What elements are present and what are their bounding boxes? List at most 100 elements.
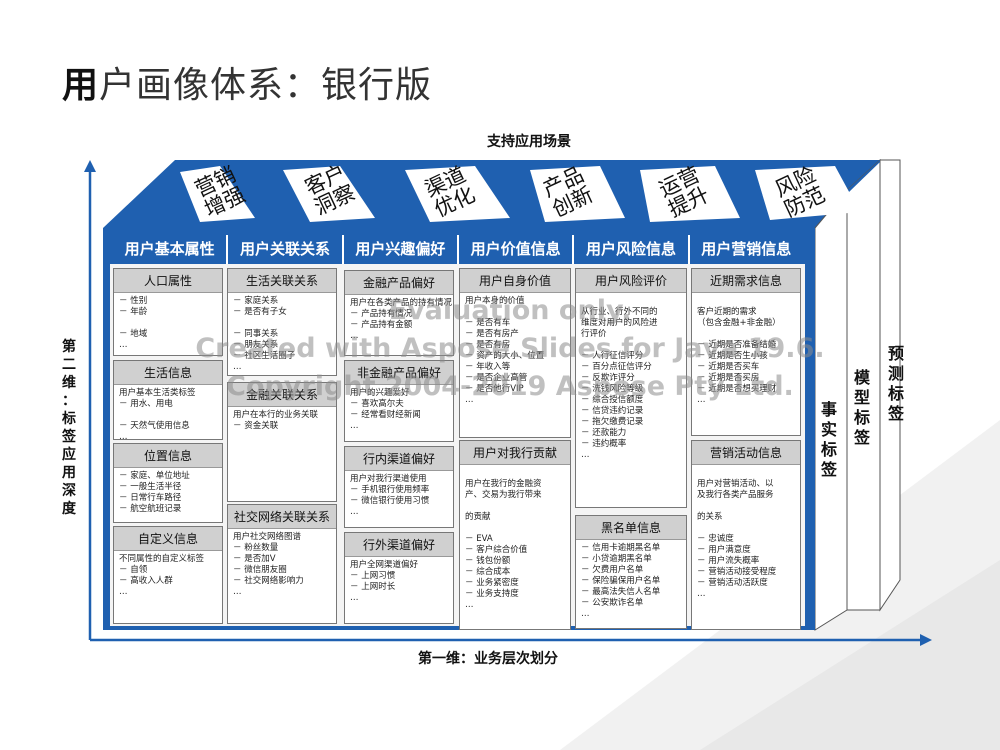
box-line: － 自领 bbox=[119, 565, 148, 575]
category-interest: 用户兴趣偏好 bbox=[344, 235, 459, 264]
box-line: … bbox=[697, 589, 706, 599]
box-recent-demand: 近期需求信息 客户近期的需求 （包含金融+非金融） － 近期是否准备结婚－ 近期… bbox=[691, 268, 801, 436]
box-title: 生活信息 bbox=[114, 361, 222, 385]
box-line: － 反欺诈评分 bbox=[581, 373, 635, 383]
box-line: － 拖欠缴费记录 bbox=[581, 417, 644, 427]
box-life: 生活信息 用户基本生活类标签－ 用水、用电 － 天然气使用信息 … bbox=[113, 360, 223, 440]
box-line: － 朋友关系 bbox=[233, 340, 279, 350]
box-lines: 客户近期的需求 （包含金融+非金融） － 近期是否准备结婚－ 近期是否生小孩－ … bbox=[692, 293, 800, 409]
box-line: 用户全网渠道偏好 bbox=[350, 560, 419, 570]
box-line: － 综合授信额度 bbox=[581, 395, 644, 405]
box-custom: 自定义信息 不同属性的自定义标签－ 自领－ 高收入人群 … bbox=[113, 526, 223, 624]
box-line: － 营销活动活跃度 bbox=[697, 578, 768, 588]
box-line: － 业务紧密度 bbox=[465, 578, 519, 588]
box-line: － 客户综合价值 bbox=[465, 545, 528, 555]
box-line: 用户对我行渠道使用 bbox=[350, 474, 427, 484]
box-risk-eval: 用户风险评价 从行业、行外不同的维度对用户的风险进行评价 － 人行征信评分－ 百… bbox=[575, 268, 687, 508]
category-risk: 用户风险信息 bbox=[574, 235, 690, 264]
box-line: 用户的兴趣爱好 bbox=[350, 388, 410, 398]
box-line: － 保险骗保用户名单 bbox=[581, 576, 661, 586]
box-line: － 手机银行使用频率 bbox=[350, 485, 430, 495]
box-lines: 用户基本生活类标签－ 用水、用电 － 天然气使用信息 … bbox=[114, 385, 222, 439]
box-line: － 资产的大小、位置 bbox=[465, 351, 545, 361]
box-lines: 用户对营销活动、以及我行各类产品服务 的关系 － 忠诚度－ 用户满意度－ 用户流… bbox=[692, 465, 800, 603]
box-line bbox=[465, 501, 565, 512]
box-line: － 是否企业高管 bbox=[465, 373, 528, 383]
box-line: － 洗钱风险等级 bbox=[581, 384, 644, 394]
box-line: － 还款能力 bbox=[581, 428, 627, 438]
box-line: … bbox=[581, 609, 590, 619]
box-line: － 是否他行VIP bbox=[465, 384, 524, 394]
box-social-relation: 社交网络关联关系 用户社交网络图谱－ 粉丝数量－ 是否加V－ 微信朋友圈－ 社交… bbox=[227, 504, 337, 624]
box-line: － 是否有车 bbox=[465, 318, 511, 328]
box-line: － 日常行车路径 bbox=[119, 493, 182, 503]
category-band: 用户基本属性 用户关联关系 用户兴趣偏好 用户价值信息 用户风险信息 用户营销信… bbox=[113, 235, 803, 264]
box-line: － 信贷违约记录 bbox=[581, 406, 644, 416]
x-axis-label: 第一维：业务层次划分 bbox=[418, 651, 558, 667]
page-title: 用户画像体系：银行版 bbox=[62, 65, 433, 106]
box-line: － 违约概率 bbox=[581, 439, 627, 449]
box-population: 人口属性 － 性别－ 年龄 － 地域 … bbox=[113, 268, 223, 356]
box-line bbox=[697, 329, 795, 340]
box-line: － 最高法失信人名单 bbox=[581, 587, 661, 597]
box-life-relation: 生活关联关系 － 家庭关系－ 是否有子女 － 同事关系－ 朋友关系－ 社区生活圈… bbox=[227, 268, 337, 376]
box-line: 用户在本行的业务关联 bbox=[233, 410, 319, 420]
box-line: － 性别 bbox=[119, 296, 148, 306]
box-finance-product: 金融产品偏好 用户在各类产品的持有情况－ 产品持有情况－ 产品持有金额 … bbox=[344, 270, 454, 356]
box-line: － 欠费用户名单 bbox=[581, 565, 644, 575]
box-title: 自定义信息 bbox=[114, 527, 222, 551]
box-line: － 业务支持度 bbox=[465, 589, 519, 599]
box-title: 社交网络关联关系 bbox=[228, 505, 336, 529]
box-lines: 用户的兴趣爱好－ 喜欢高尔夫－ 经常看财经新闻 … bbox=[345, 385, 453, 435]
box-line: － 产品持有情况 bbox=[350, 309, 413, 319]
box-line: － EVA bbox=[465, 534, 493, 544]
box-line: 的贡献 bbox=[465, 512, 491, 522]
box-line: － 家庭关系 bbox=[233, 296, 279, 306]
box-title: 营销活动信息 bbox=[692, 441, 800, 465]
box-line: － 是否有房产 bbox=[465, 329, 519, 339]
box-line: － 年龄 bbox=[119, 307, 148, 317]
box-line: … bbox=[465, 395, 474, 405]
box-line: 客户近期的需求 bbox=[697, 307, 757, 317]
box-line: … bbox=[350, 331, 359, 341]
box-line bbox=[465, 307, 565, 318]
box-in-channel: 行内渠道偏好 用户对我行渠道使用－ 手机银行使用频率－ 微信银行使用习惯… bbox=[344, 446, 454, 528]
box-line bbox=[581, 296, 681, 307]
box-line: － 微信银行使用习惯 bbox=[350, 496, 430, 506]
box-line: 的关系 bbox=[697, 512, 723, 522]
box-line: … bbox=[119, 587, 128, 597]
box-line: － 是否加V bbox=[233, 554, 276, 564]
box-line: … bbox=[233, 587, 242, 597]
box-line: － 钱包份额 bbox=[465, 556, 511, 566]
tab-predict: 预测标签 bbox=[887, 344, 904, 423]
box-line: － 忠诚度 bbox=[697, 534, 734, 544]
box-lines: － 家庭关系－ 是否有子女 － 同事关系－ 朋友关系－ 社区生活圈子 … bbox=[228, 293, 336, 375]
box-line: － 是否有房 bbox=[465, 340, 511, 350]
box-line: 不同属性的自定义标签 bbox=[119, 554, 205, 564]
box-line: 及我行各类产品服务 bbox=[697, 490, 774, 500]
box-line: － 喜欢高尔夫 bbox=[350, 399, 404, 409]
box-line: － 近期是否生小孩 bbox=[697, 351, 768, 361]
box-line: － 用户流失概率 bbox=[697, 556, 760, 566]
box-line: … bbox=[350, 507, 359, 517]
box-line: － 小贷逾期黑名单 bbox=[581, 554, 652, 564]
box-lines: 用户对我行渠道使用－ 手机银行使用频率－ 微信银行使用习惯… bbox=[345, 471, 453, 521]
box-line: － 产品持有金额 bbox=[350, 320, 413, 330]
box-line bbox=[697, 468, 795, 479]
box-line: … bbox=[465, 600, 474, 610]
box-line: － 航空航班记录 bbox=[119, 504, 182, 514]
box-line bbox=[465, 523, 565, 534]
box-blacklist: 黑名单信息 － 信用卡逾期黑名单－ 小贷逾期黑名单－ 欠费用户名单－ 保险骗保用… bbox=[575, 515, 687, 629]
box-line: － 微信朋友圈 bbox=[233, 565, 287, 575]
box-line: 用户社交网络图谱 bbox=[233, 532, 302, 542]
box-lines: 从行业、行外不同的维度对用户的风险进行评价 － 人行征信评分－ 百分点征信评分－… bbox=[576, 293, 686, 464]
box-title: 用户对我行贡献 bbox=[460, 441, 570, 465]
box-line: 行评价 bbox=[581, 329, 607, 339]
box-lines: 不同属性的自定义标签－ 自领－ 高收入人群 … bbox=[114, 551, 222, 601]
box-line: － 天然气使用信息 bbox=[119, 421, 190, 431]
box-location: 位置信息 － 家庭、单位地址－ 一般生活半径－ 日常行车路径－ 航空航班记录 bbox=[113, 443, 223, 523]
box-contribution: 用户对我行贡献 用户在我行的金融资产、交易为我行带来 的贡献 － EVA－ 客户… bbox=[459, 440, 571, 630]
box-lines: 用户本身的价值 － 是否有车－ 是否有房产－ 是否有房－ 资产的大小、位置－ 年… bbox=[460, 293, 570, 409]
box-line: － 用户满意度 bbox=[697, 545, 751, 555]
box-line: － 经常看财经新闻 bbox=[350, 410, 421, 420]
